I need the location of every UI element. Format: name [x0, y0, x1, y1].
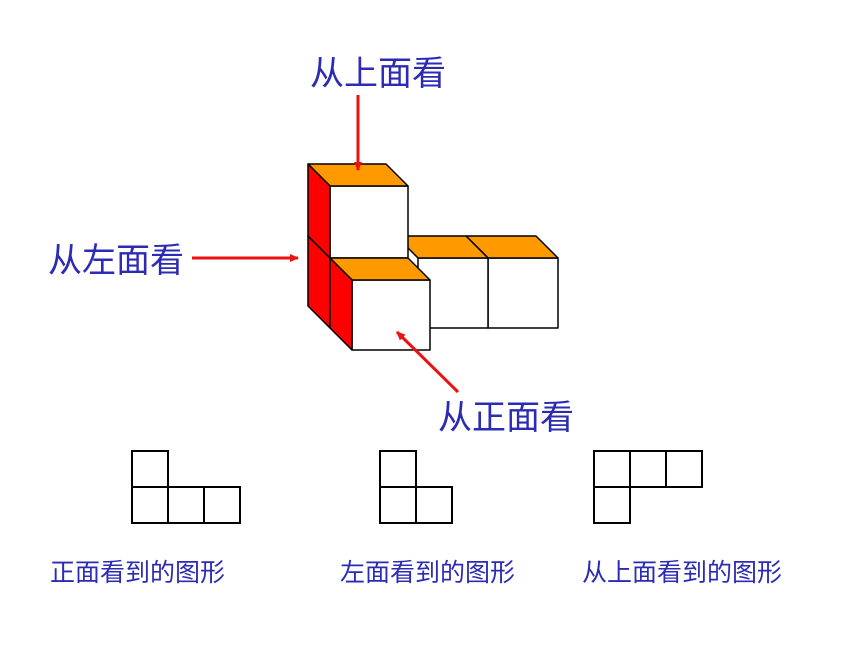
top-cube — [307, 163, 409, 259]
front-cube — [329, 257, 431, 351]
top-view-shape — [593, 450, 703, 524]
front-view-caption: 正面看到的图形 — [50, 558, 226, 587]
front-view-arrow-label: 从正面看 — [438, 398, 574, 438]
top-view-caption: 从上面看到的图形 — [582, 558, 783, 587]
left-view-arrow-label: 从左面看 — [48, 241, 184, 281]
top-view-arrow-label: 从上面看 — [310, 54, 446, 94]
cube-assembly — [307, 163, 559, 351]
left-view-shape — [379, 450, 453, 524]
front-view-arrow — [395, 330, 460, 394]
front-view-shape — [131, 450, 241, 524]
back-cube-right-2 — [465, 235, 559, 329]
left-view-caption: 左面看到的图形 — [340, 558, 516, 587]
